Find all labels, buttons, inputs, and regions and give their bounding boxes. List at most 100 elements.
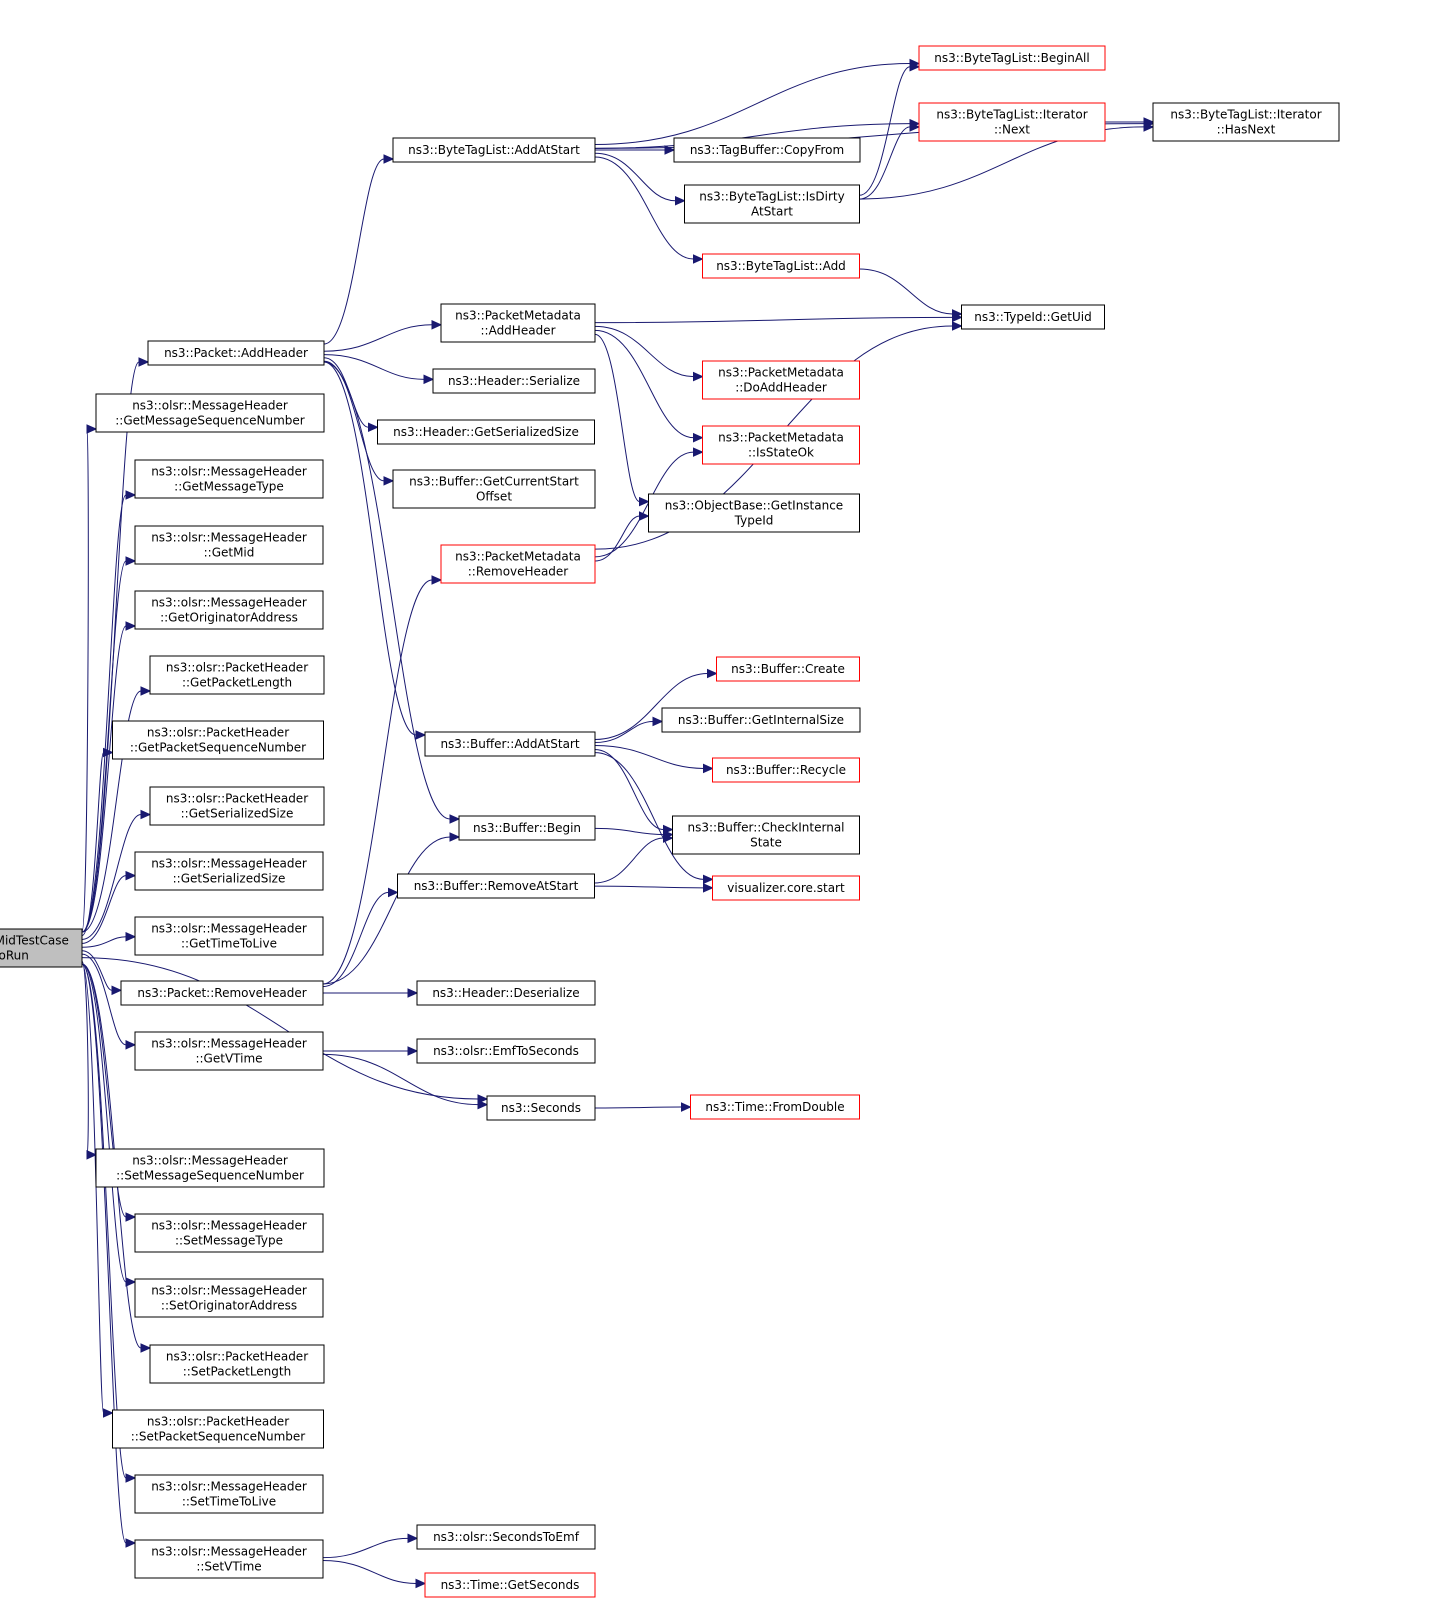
- node-btl-addstart[interactable]: ns3::ByteTagList::AddAtStart: [392, 137, 596, 163]
- node-ph-getlen[interactable]: ns3::olsr::PacketHeader::GetPacketLength: [149, 655, 325, 695]
- edge-arrowhead: [703, 883, 714, 893]
- node-pkt-add[interactable]: ns3::Packet::AddHeader: [147, 340, 325, 366]
- node-label: visualizer.core.start: [727, 881, 845, 895]
- node-pkt-remove[interactable]: ns3::Packet::RemoveHeader: [120, 980, 324, 1006]
- node-mh-setseq[interactable]: ns3::olsr::MessageHeader::SetMessageSequ…: [95, 1148, 325, 1188]
- node-buf-recycle[interactable]: ns3::Buffer::Recycle: [712, 757, 860, 783]
- node-label: ns3::PacketMetadata: [718, 431, 844, 445]
- node-root[interactable]: ns3::OlsrMidTestCase::DoRun: [0, 928, 83, 968]
- node-buf-addstart[interactable]: ns3::Buffer::AddAtStart: [424, 731, 596, 757]
- node-label: ::DoRun: [0, 949, 29, 963]
- edge-line: [594, 745, 704, 769]
- node-tag-copy[interactable]: ns3::TagBuffer::CopyFrom: [673, 137, 861, 163]
- node-label: ns3::olsr::MessageHeader: [151, 465, 307, 479]
- node-ph-getsize[interactable]: ns3::olsr::PacketHeader::GetSerializedSi…: [149, 786, 325, 826]
- edge-buf-addstart-to-buf-create: [594, 668, 718, 740]
- node-label: ::IsStateOk: [748, 446, 814, 460]
- edge-line: [323, 361, 417, 736]
- node-pm-remheader[interactable]: ns3::PacketMetadata::RemoveHeader: [440, 544, 596, 584]
- node-label: ns3::TypeId::GetUid: [974, 310, 1092, 324]
- edge-buf-addstart-to-vis-start: [594, 752, 714, 885]
- node-emf-to-sec[interactable]: ns3::olsr::EmfToSeconds: [416, 1038, 596, 1064]
- node-time-getsec[interactable]: ns3::Time::GetSeconds: [424, 1572, 596, 1598]
- node-box: [134, 525, 324, 565]
- node-label: ::SetVTime: [196, 1560, 261, 1574]
- node-buf-create[interactable]: ns3::Buffer::Create: [716, 656, 860, 682]
- edge-arrowhead: [693, 371, 704, 382]
- edge-btl-add-to-typeid-uid: [859, 268, 963, 319]
- node-buf-remstart[interactable]: ns3::Buffer::RemoveAtStart: [397, 873, 595, 899]
- node-box: [661, 707, 861, 733]
- node-ph-setseq[interactable]: ns3::olsr::PacketHeader::SetPacketSequen…: [112, 1409, 324, 1449]
- node-label: ns3::olsr::MessageHeader: [151, 1284, 307, 1298]
- node-btl-itnext[interactable]: ns3::ByteTagList::Iterator::Next: [918, 102, 1106, 142]
- node-hdr-deser[interactable]: ns3::Header::Deserialize: [416, 980, 596, 1006]
- node-mh-settype[interactable]: ns3::olsr::MessageHeader::SetMessageType: [134, 1213, 324, 1253]
- node-sec-to-emf[interactable]: ns3::olsr::SecondsToEmf: [416, 1524, 596, 1550]
- edge-line: [594, 152, 676, 202]
- node-mh-getseq[interactable]: ns3::olsr::MessageHeader::GetMessageSequ…: [95, 393, 325, 433]
- node-box: [392, 137, 596, 163]
- node-label: ns3::olsr::SecondsToEmf: [433, 1530, 580, 1544]
- edge-arrowhead: [125, 1212, 137, 1222]
- node-box: [712, 875, 860, 901]
- node-label: ns3::olsr::MessageHeader: [151, 1480, 307, 1494]
- edge-arrowhead: [952, 321, 963, 331]
- edge-arrowhead: [388, 887, 399, 898]
- node-btl-add[interactable]: ns3::ByteTagList::Add: [702, 253, 860, 279]
- node-label: State: [750, 836, 782, 850]
- edge-line: [323, 324, 433, 352]
- node-label: ns3::olsr::PacketHeader: [147, 726, 289, 740]
- node-mh-getvtime[interactable]: ns3::olsr::MessageHeader::GetVTime: [134, 1031, 324, 1071]
- edge-btl-addstart-to-btl-add: [594, 156, 704, 264]
- edge-arrowhead: [1143, 122, 1155, 132]
- node-seconds[interactable]: ns3::Seconds: [486, 1095, 596, 1121]
- node-label: ns3::ObjectBase::GetInstance: [665, 499, 843, 513]
- edge-line: [323, 158, 385, 345]
- edge-line: [594, 329, 694, 439]
- node-mh-setvtime[interactable]: ns3::olsr::MessageHeader::SetVTime: [134, 1539, 324, 1579]
- edge-arrowhead: [125, 556, 137, 566]
- node-pm-addheader[interactable]: ns3::PacketMetadata::AddHeader: [440, 303, 596, 343]
- node-typeid-uid[interactable]: ns3::TypeId::GetUid: [961, 304, 1105, 330]
- node-mh-setorig[interactable]: ns3::olsr::MessageHeader::SetOriginatorA…: [134, 1278, 324, 1318]
- node-box: [134, 1278, 324, 1318]
- edge-line: [81, 494, 127, 933]
- node-mh-gettype[interactable]: ns3::olsr::MessageHeader::GetMessageType: [134, 459, 324, 499]
- edge-line: [594, 837, 664, 884]
- edge-line: [322, 891, 389, 988]
- node-mh-getorig[interactable]: ns3::olsr::MessageHeader::GetOriginatorA…: [134, 590, 324, 630]
- node-pm-stateok[interactable]: ns3::PacketMetadata::IsStateOk: [702, 425, 860, 465]
- node-label: ns3::Buffer::GetInternalSize: [678, 713, 844, 727]
- node-btl-beginall[interactable]: ns3::ByteTagList::BeginAll: [918, 45, 1106, 71]
- edge-line: [594, 515, 640, 562]
- node-mh-getmid[interactable]: ns3::olsr::MessageHeader::GetMid: [134, 525, 324, 565]
- node-btl-hasnext[interactable]: ns3::ByteTagList::Iterator::HasNext: [1152, 102, 1340, 142]
- node-time-fromdbl[interactable]: ns3::Time::FromDouble: [690, 1094, 860, 1120]
- node-box: [424, 1572, 596, 1598]
- node-pm-doadd[interactable]: ns3::PacketMetadata::DoAddHeader: [702, 360, 860, 400]
- node-buf-begin[interactable]: ns3::Buffer::Begin: [458, 815, 596, 841]
- node-ph-getseq[interactable]: ns3::olsr::PacketHeader::GetPacketSequen…: [112, 720, 324, 760]
- edge-mh-setvtime-to-time-getsec: [322, 1560, 427, 1589]
- edge-arrowhead: [140, 1343, 152, 1353]
- node-hdr-getsize[interactable]: ns3::Header::GetSerializedSize: [377, 419, 595, 445]
- node-hdr-serialize[interactable]: ns3::Header::Serialize: [432, 368, 596, 394]
- node-box: [149, 1344, 325, 1384]
- node-label: ns3::Packet::RemoveHeader: [137, 986, 306, 1000]
- edge-mh-getvtime-to-seconds: [322, 1053, 489, 1110]
- edge-line: [594, 673, 708, 740]
- node-box: [134, 916, 324, 956]
- node-ph-setlen[interactable]: ns3::olsr::PacketHeader::SetPacketLength: [149, 1344, 325, 1384]
- node-mh-getttl[interactable]: ns3::olsr::MessageHeader::GetTimeToLive: [134, 916, 324, 956]
- node-buf-intsize[interactable]: ns3::Buffer::GetInternalSize: [661, 707, 861, 733]
- edge-line: [323, 357, 369, 428]
- node-mh-getsize[interactable]: ns3::olsr::MessageHeader::GetSerializedS…: [134, 851, 324, 891]
- node-mh-setttl[interactable]: ns3::olsr::MessageHeader::SetTimeToLive: [134, 1474, 324, 1514]
- node-box: [440, 303, 596, 343]
- node-vis-start[interactable]: visualizer.core.start: [712, 875, 860, 901]
